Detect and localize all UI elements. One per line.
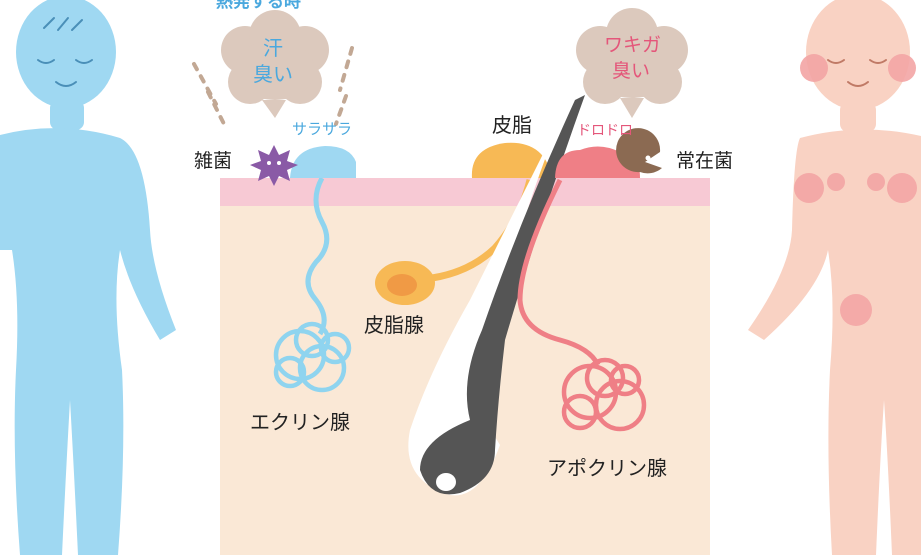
right-bubble-line1: ワキガ xyxy=(604,34,662,56)
header-partial-text: 熱発する時 xyxy=(216,0,301,12)
blue-face xyxy=(37,17,93,87)
label-sweat-smooth: サラサラ xyxy=(292,120,353,138)
smell-dashes xyxy=(192,46,354,126)
misc-bacteria-icon xyxy=(250,145,298,186)
apocrine-coil xyxy=(561,357,647,432)
hair-shaft xyxy=(420,95,585,495)
pink-body-figure xyxy=(748,0,921,555)
label-sebaceous-gland: 皮脂腺 xyxy=(364,313,424,337)
left-bubble-line2: 臭い xyxy=(253,62,293,86)
right-bubble-line2: 臭い xyxy=(612,60,651,82)
eccrine-coil xyxy=(273,321,352,393)
sweat-droplet xyxy=(290,146,356,178)
left-bubble-line1: 汗 xyxy=(263,36,283,60)
eccrine-duct xyxy=(305,176,330,336)
resident-bacteria-icon xyxy=(616,128,662,174)
label-sebum: 皮脂 xyxy=(492,113,532,137)
right-thought-bubble xyxy=(576,8,688,118)
label-resident-bacteria: 常在菌 xyxy=(676,150,734,172)
blue-body-figure xyxy=(0,0,176,555)
label-apocrine-gland: アポクリン腺 xyxy=(547,456,667,480)
pink-hotspots xyxy=(794,54,917,326)
label-sticky: ドロドロ xyxy=(577,123,633,139)
skin-surface-layer xyxy=(220,178,710,206)
label-misc-bacteria: 雑菌 xyxy=(194,150,233,172)
pink-face xyxy=(827,59,887,87)
apocrine-duct xyxy=(517,178,601,367)
left-thought-bubble xyxy=(221,10,329,118)
sebum-blob xyxy=(471,142,552,178)
hair-follicle-outline xyxy=(408,120,560,496)
label-eccrine-gland: エクリン腺 xyxy=(250,410,350,434)
